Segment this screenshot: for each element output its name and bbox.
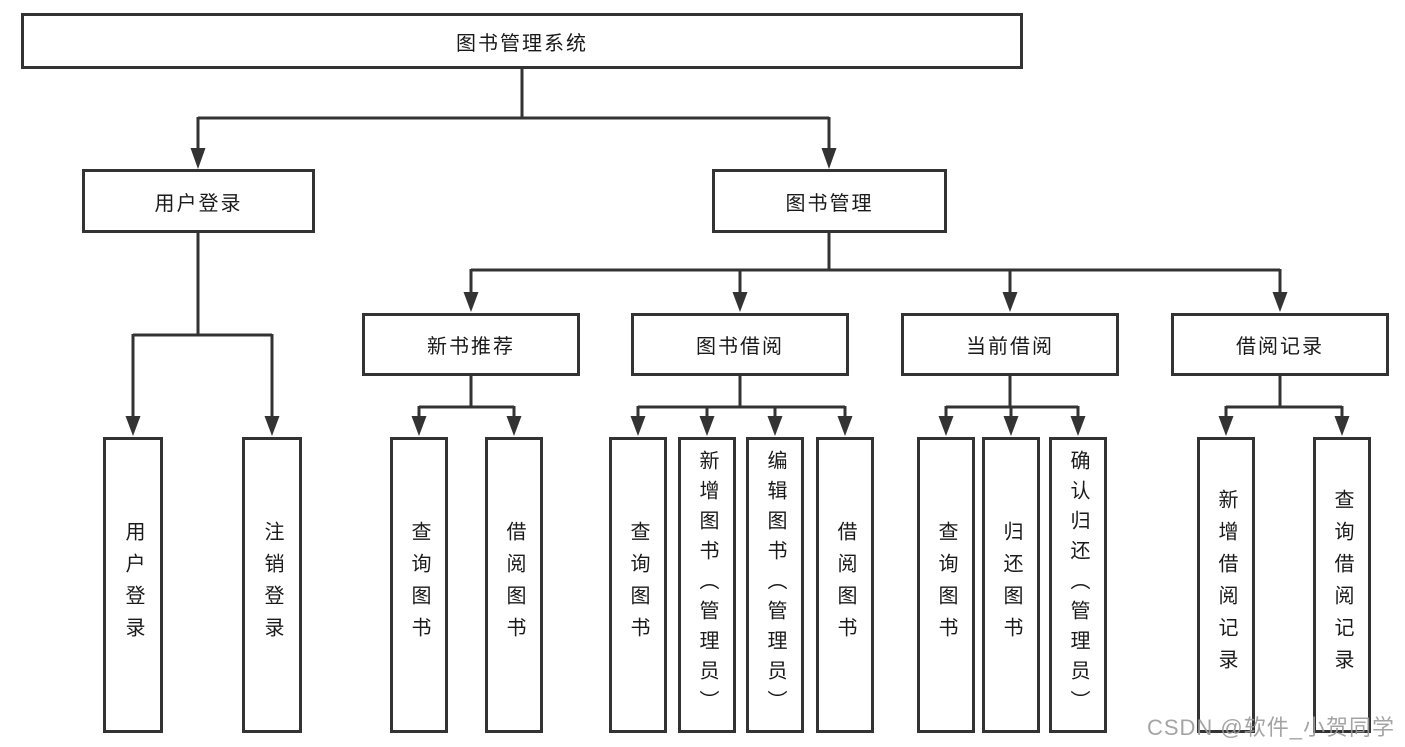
leaf-add-borrow-record: 新增借阅记录 <box>1197 437 1255 733</box>
node-label: 新增图书（管理员） <box>696 450 718 720</box>
leaf-edit-book-admin: 编辑图书（管理员） <box>746 437 804 733</box>
node-book-borrowing: 图书借阅 <box>631 313 849 376</box>
node-label: 新增借阅记录 <box>1215 489 1237 681</box>
node-label: 当前借阅 <box>966 336 1054 358</box>
node-label: 图书借阅 <box>696 336 784 358</box>
node-label: 编辑图书（管理员） <box>764 450 786 720</box>
leaf-borrow-books: 借阅图书 <box>816 437 874 733</box>
leaf-add-book-admin: 新增图书（管理员） <box>678 437 736 733</box>
leaf-borrow-books-recommend: 借阅图书 <box>485 437 543 733</box>
node-user-login: 用户登录 <box>82 169 315 233</box>
node-label: 查询图书 <box>627 521 649 649</box>
csdn-watermark: CSDN @软件_小贺同学 <box>1146 715 1395 740</box>
leaf-logout: 注销登录 <box>242 437 302 733</box>
arrowheads <box>125 148 1350 436</box>
leaf-query-books-current: 查询图书 <box>917 437 975 733</box>
leaf-user-login: 用户登录 <box>103 437 163 733</box>
node-label: 确认归还（管理员） <box>1067 450 1089 720</box>
node-label: 借阅图书 <box>503 521 525 649</box>
node-new-book-recommendation: 新书推荐 <box>362 313 580 376</box>
node-library-management-system: 图书管理系统 <box>21 13 1023 69</box>
node-label: 图书管理系统 <box>456 32 588 55</box>
node-label: 用户登录 <box>154 192 243 215</box>
leaf-query-books-recommend: 查询图书 <box>390 437 448 733</box>
node-label: 借阅记录 <box>1236 336 1324 358</box>
node-label: 借阅图书 <box>834 521 856 649</box>
leaf-confirm-return-admin: 确认归还（管理员） <box>1049 437 1107 733</box>
node-label: 归还图书 <box>1000 521 1022 649</box>
leaf-return-books: 归还图书 <box>982 437 1040 733</box>
node-label: 新书推荐 <box>427 336 515 358</box>
node-label: 查询图书 <box>408 521 430 649</box>
node-label: 用户登录 <box>122 521 144 649</box>
node-label: 查询图书 <box>935 521 957 649</box>
node-book-management: 图书管理 <box>712 169 947 233</box>
node-label: 注销登录 <box>261 521 283 649</box>
node-borrowing-records: 借阅记录 <box>1171 313 1389 376</box>
node-label: 查询借阅记录 <box>1331 489 1353 681</box>
node-label: 图书管理 <box>785 192 874 215</box>
leaf-query-borrow-record: 查询借阅记录 <box>1313 437 1371 733</box>
node-current-borrowing: 当前借阅 <box>901 313 1119 376</box>
leaf-query-books-borrow: 查询图书 <box>609 437 667 733</box>
